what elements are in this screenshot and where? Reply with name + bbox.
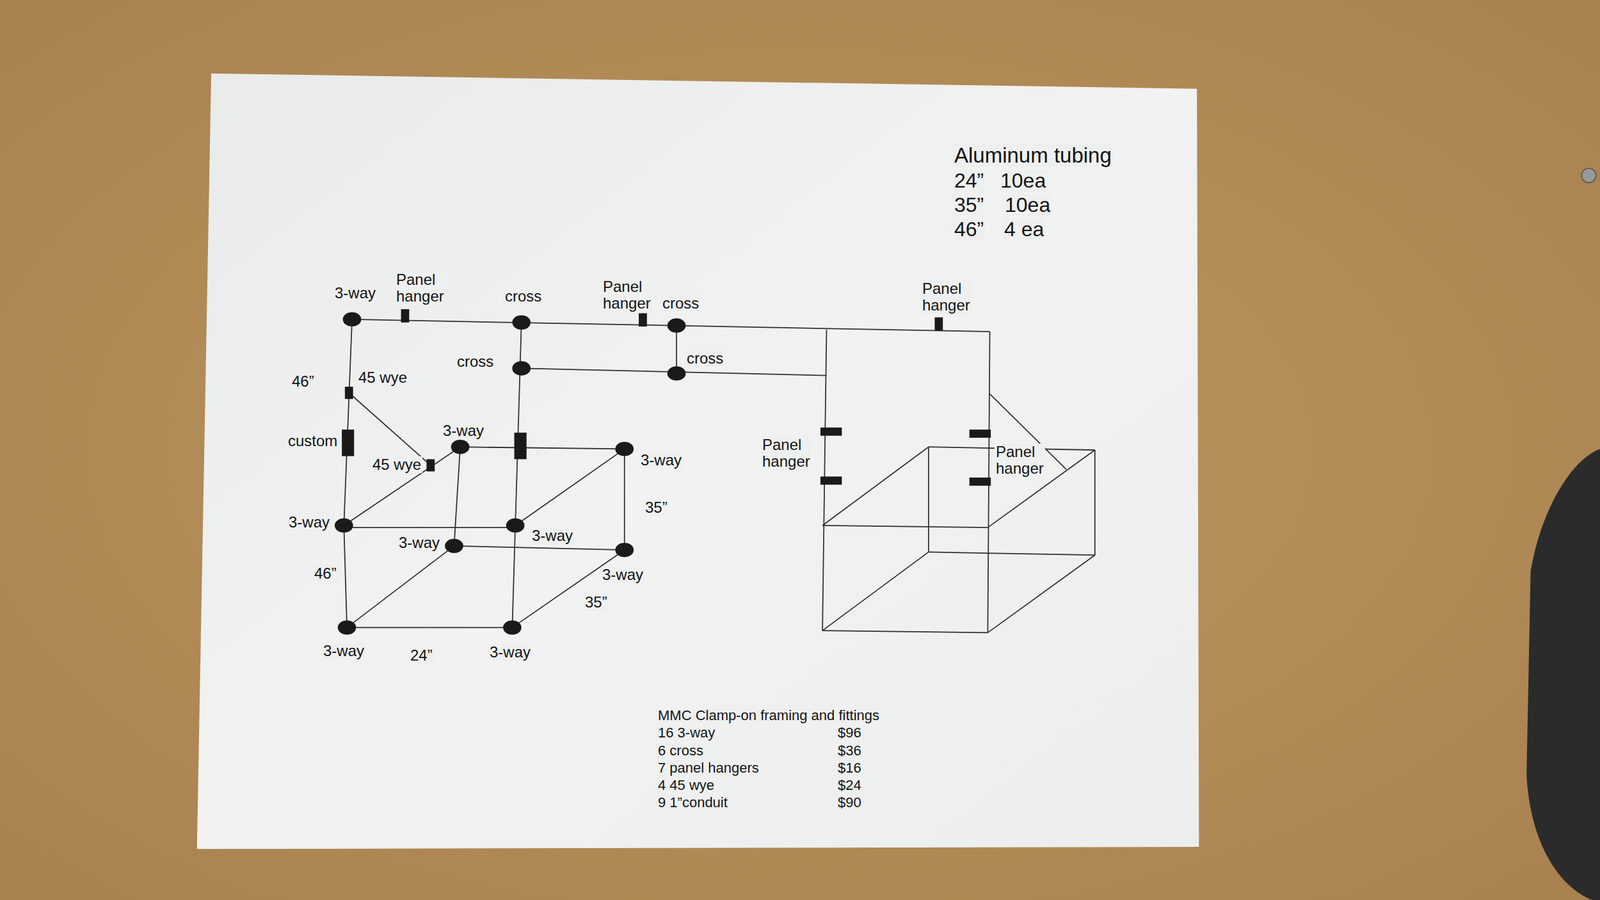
fitting-dot [667, 318, 687, 333]
tube [343, 446, 461, 526]
table-cell: $36 [836, 743, 863, 759]
dimension-label: 35” [643, 499, 669, 516]
screw [1581, 168, 1596, 183]
panel-hanger [638, 312, 648, 327]
dimension-label: 24” [408, 647, 434, 664]
fitting-dot [343, 312, 362, 327]
fitting-label: 45 wye [371, 456, 423, 473]
fitting-dot [451, 439, 470, 454]
box-edge [822, 630, 988, 633]
fitting-label: 3-way [321, 642, 366, 660]
fitting-dot [334, 518, 354, 533]
tube [346, 545, 454, 628]
tube [515, 448, 625, 526]
fitting-label: custom [286, 432, 339, 450]
table-cell: 7 panel hangers [656, 760, 761, 776]
custom-block [514, 432, 527, 459]
fitting-label: 45 wye [357, 369, 409, 386]
panel-hanger [969, 477, 991, 486]
panel-hanger [401, 309, 410, 323]
tube [343, 525, 347, 628]
table-heading: MMC Clamp-on framing and fittings [656, 707, 881, 724]
fitting-dot [667, 366, 687, 381]
table-cell: 10ea [1003, 193, 1052, 217]
tube [512, 525, 516, 628]
panel-hanger [820, 476, 842, 485]
fitting-dot [506, 518, 525, 533]
table-cell: 35” [952, 193, 985, 217]
tube [346, 626, 512, 628]
fitting-dot [337, 620, 357, 635]
fitting-dot [444, 538, 464, 553]
table-cell: 46” [952, 218, 985, 241]
tube [515, 322, 522, 526]
table-cell: 24” [952, 169, 985, 192]
wye-block [426, 458, 435, 472]
fitting-label: 3-way [530, 527, 575, 544]
tube [343, 319, 352, 526]
fitting-label: 3-way [333, 284, 377, 302]
fitting-dot [512, 315, 531, 330]
fitting-label: 3-way [600, 566, 645, 584]
wye-block [344, 386, 354, 399]
fitting-dot [615, 441, 634, 456]
table-cell: $90 [836, 794, 863, 811]
box-edge [822, 551, 929, 631]
fitting-dot [503, 620, 522, 635]
tube [460, 446, 625, 449]
dimension-label: 46” [312, 565, 338, 582]
tube [512, 549, 624, 628]
panel-hanger [934, 317, 943, 331]
box-edge [822, 446, 929, 526]
tube [454, 446, 461, 546]
fitting-label: Panel hanger [601, 278, 653, 313]
table-cell: $16 [836, 760, 863, 776]
dimension-label: 46” [290, 373, 316, 390]
fitting-label: Panel hanger [760, 436, 812, 471]
tube [348, 392, 431, 466]
fitting-dots [334, 309, 991, 635]
table-cell: $24 [836, 777, 863, 793]
dark-object [1526, 448, 1600, 900]
fitting-label: cross [661, 295, 701, 312]
fitting-label: cross [503, 288, 543, 305]
tube [624, 448, 626, 550]
table-cell: $96 [836, 725, 863, 741]
fitting-dot [615, 542, 634, 557]
box-edge [987, 554, 1095, 633]
box-edge [822, 525, 988, 528]
table-cell: 4 ea [1002, 218, 1046, 241]
paper-sheet [197, 73, 1200, 850]
table-cell: 6 cross [656, 743, 705, 759]
box-edge [928, 446, 930, 552]
fitting-label: Panel hanger [994, 443, 1046, 478]
fitting-label: Panel hanger [394, 271, 446, 306]
box-edge [1094, 449, 1096, 555]
table-cell: 4 45 wye [656, 777, 716, 793]
fitting-label: cross [685, 350, 725, 367]
tube [454, 545, 625, 550]
table-cell: 16 3-way [656, 725, 717, 741]
panel-hanger [969, 429, 991, 438]
custom-block [341, 429, 354, 456]
table-heading: Aluminum tubing [952, 144, 1113, 168]
dimension-label: 35” [583, 593, 609, 611]
panel-hanger [820, 427, 842, 436]
tube [343, 526, 516, 528]
tube [675, 325, 678, 374]
tube-lines [343, 319, 1095, 633]
fitting-dot [512, 360, 531, 376]
fitting-label: 3-way [488, 643, 532, 661]
fitting-label: 3-way [397, 534, 441, 552]
fitting-label: 3-way [639, 451, 683, 469]
fitting-label: cross [455, 353, 495, 370]
table-cell: 10ea [999, 169, 1048, 192]
table-cell: 9 1”conduit [656, 794, 729, 811]
fitting-label: 3-way [441, 422, 486, 440]
fitting-label: Panel hanger [920, 280, 972, 315]
fitting-label: 3-way [287, 513, 331, 531]
box-edge [928, 551, 1096, 555]
